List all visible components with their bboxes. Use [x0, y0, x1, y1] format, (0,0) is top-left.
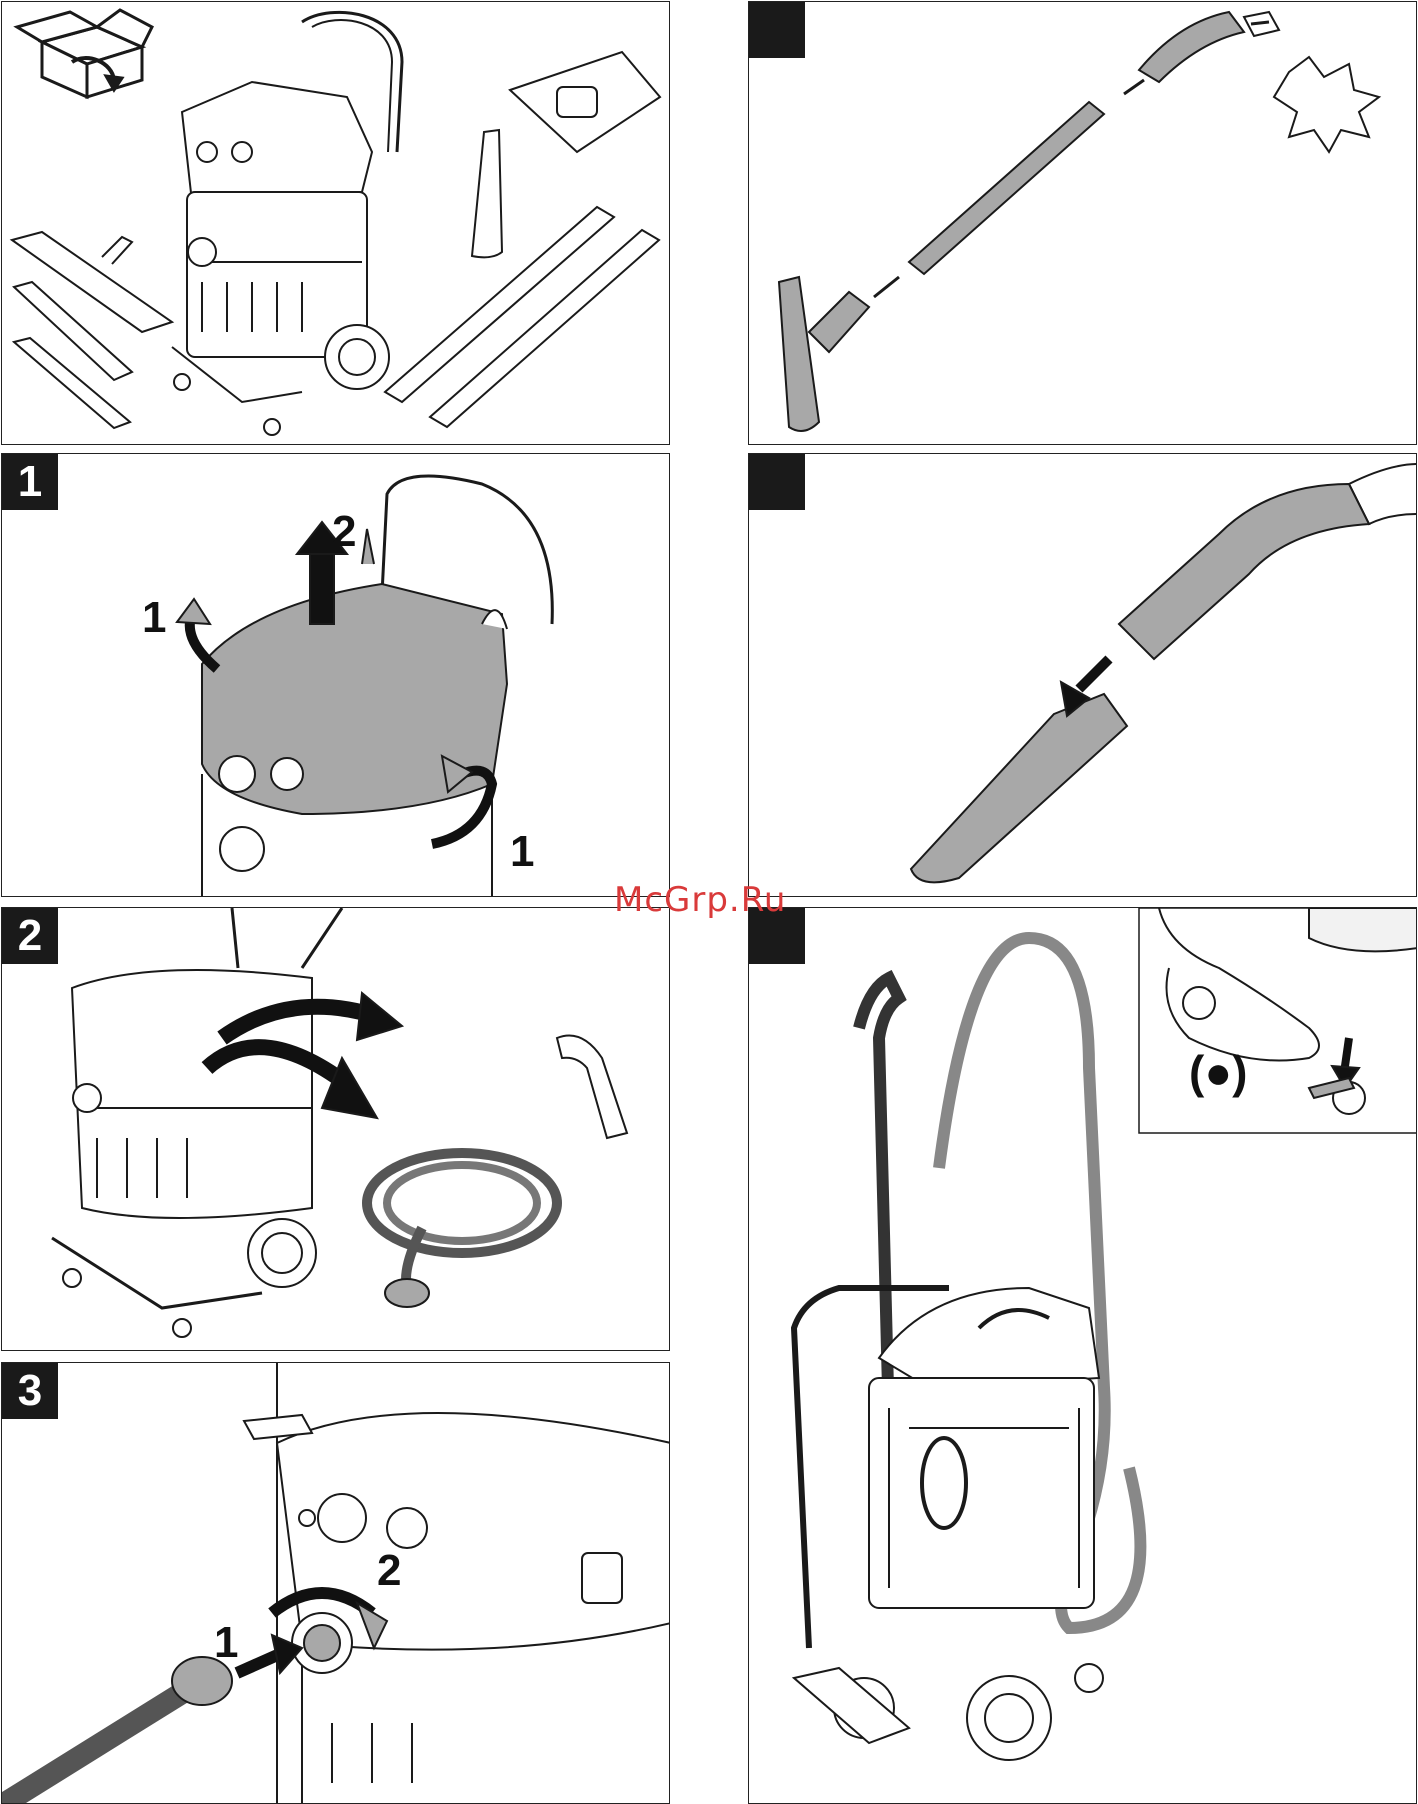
- step2-illustration: [2, 908, 670, 1351]
- callout-1-left: 1: [142, 593, 166, 642]
- box-icon: [17, 10, 152, 97]
- panel-contents: [1, 1, 670, 445]
- panel-assembly: [748, 1, 1417, 445]
- crevice-tool: [472, 130, 502, 257]
- callout-1-right: 1: [510, 827, 534, 876]
- step1-illustration: 1 2 1: [2, 454, 670, 897]
- panel-assembled: (●): [748, 907, 1417, 1804]
- watermark: McGrp.Ru: [614, 880, 786, 920]
- floor-nozzle: [779, 277, 819, 431]
- suction-tubes: [385, 207, 659, 427]
- assembled-illustration: (●): [749, 908, 1417, 1804]
- handle-bend: [557, 1036, 627, 1139]
- brake-symbol: (●): [1189, 1046, 1247, 1098]
- arrow-curve-left-icon: [177, 599, 210, 624]
- hose-connector: [385, 1279, 429, 1307]
- contents-illustration: [2, 2, 670, 445]
- panel-step-3: 3 1 2: [1, 1362, 670, 1804]
- handle-bend: [1119, 484, 1369, 659]
- click-burst-icon: [1274, 57, 1379, 152]
- callout-1-push: 1: [214, 1618, 238, 1667]
- panel-crevice: [748, 453, 1417, 897]
- callout-2-turn: 2: [377, 1546, 401, 1595]
- extension-tube: [909, 102, 1104, 274]
- arrow-icon: [1124, 80, 1144, 94]
- arrow-right-icon: [357, 993, 402, 1040]
- crevice-illustration: [749, 454, 1417, 897]
- assembly-illustration: [749, 2, 1417, 445]
- crevice-tool: [911, 694, 1127, 882]
- handle-bend: [1139, 12, 1244, 82]
- panel-step-2: 2: [1, 907, 670, 1351]
- panel-step-1: 1 1 2 1: [1, 453, 670, 897]
- accessory-holder: [510, 52, 660, 152]
- callout-2-up: 2: [332, 507, 356, 556]
- step3-illustration: 1 2: [2, 1363, 670, 1804]
- floor-nozzle: [12, 232, 172, 428]
- suction-port: [304, 1625, 340, 1661]
- vacuum-unit: [172, 12, 402, 435]
